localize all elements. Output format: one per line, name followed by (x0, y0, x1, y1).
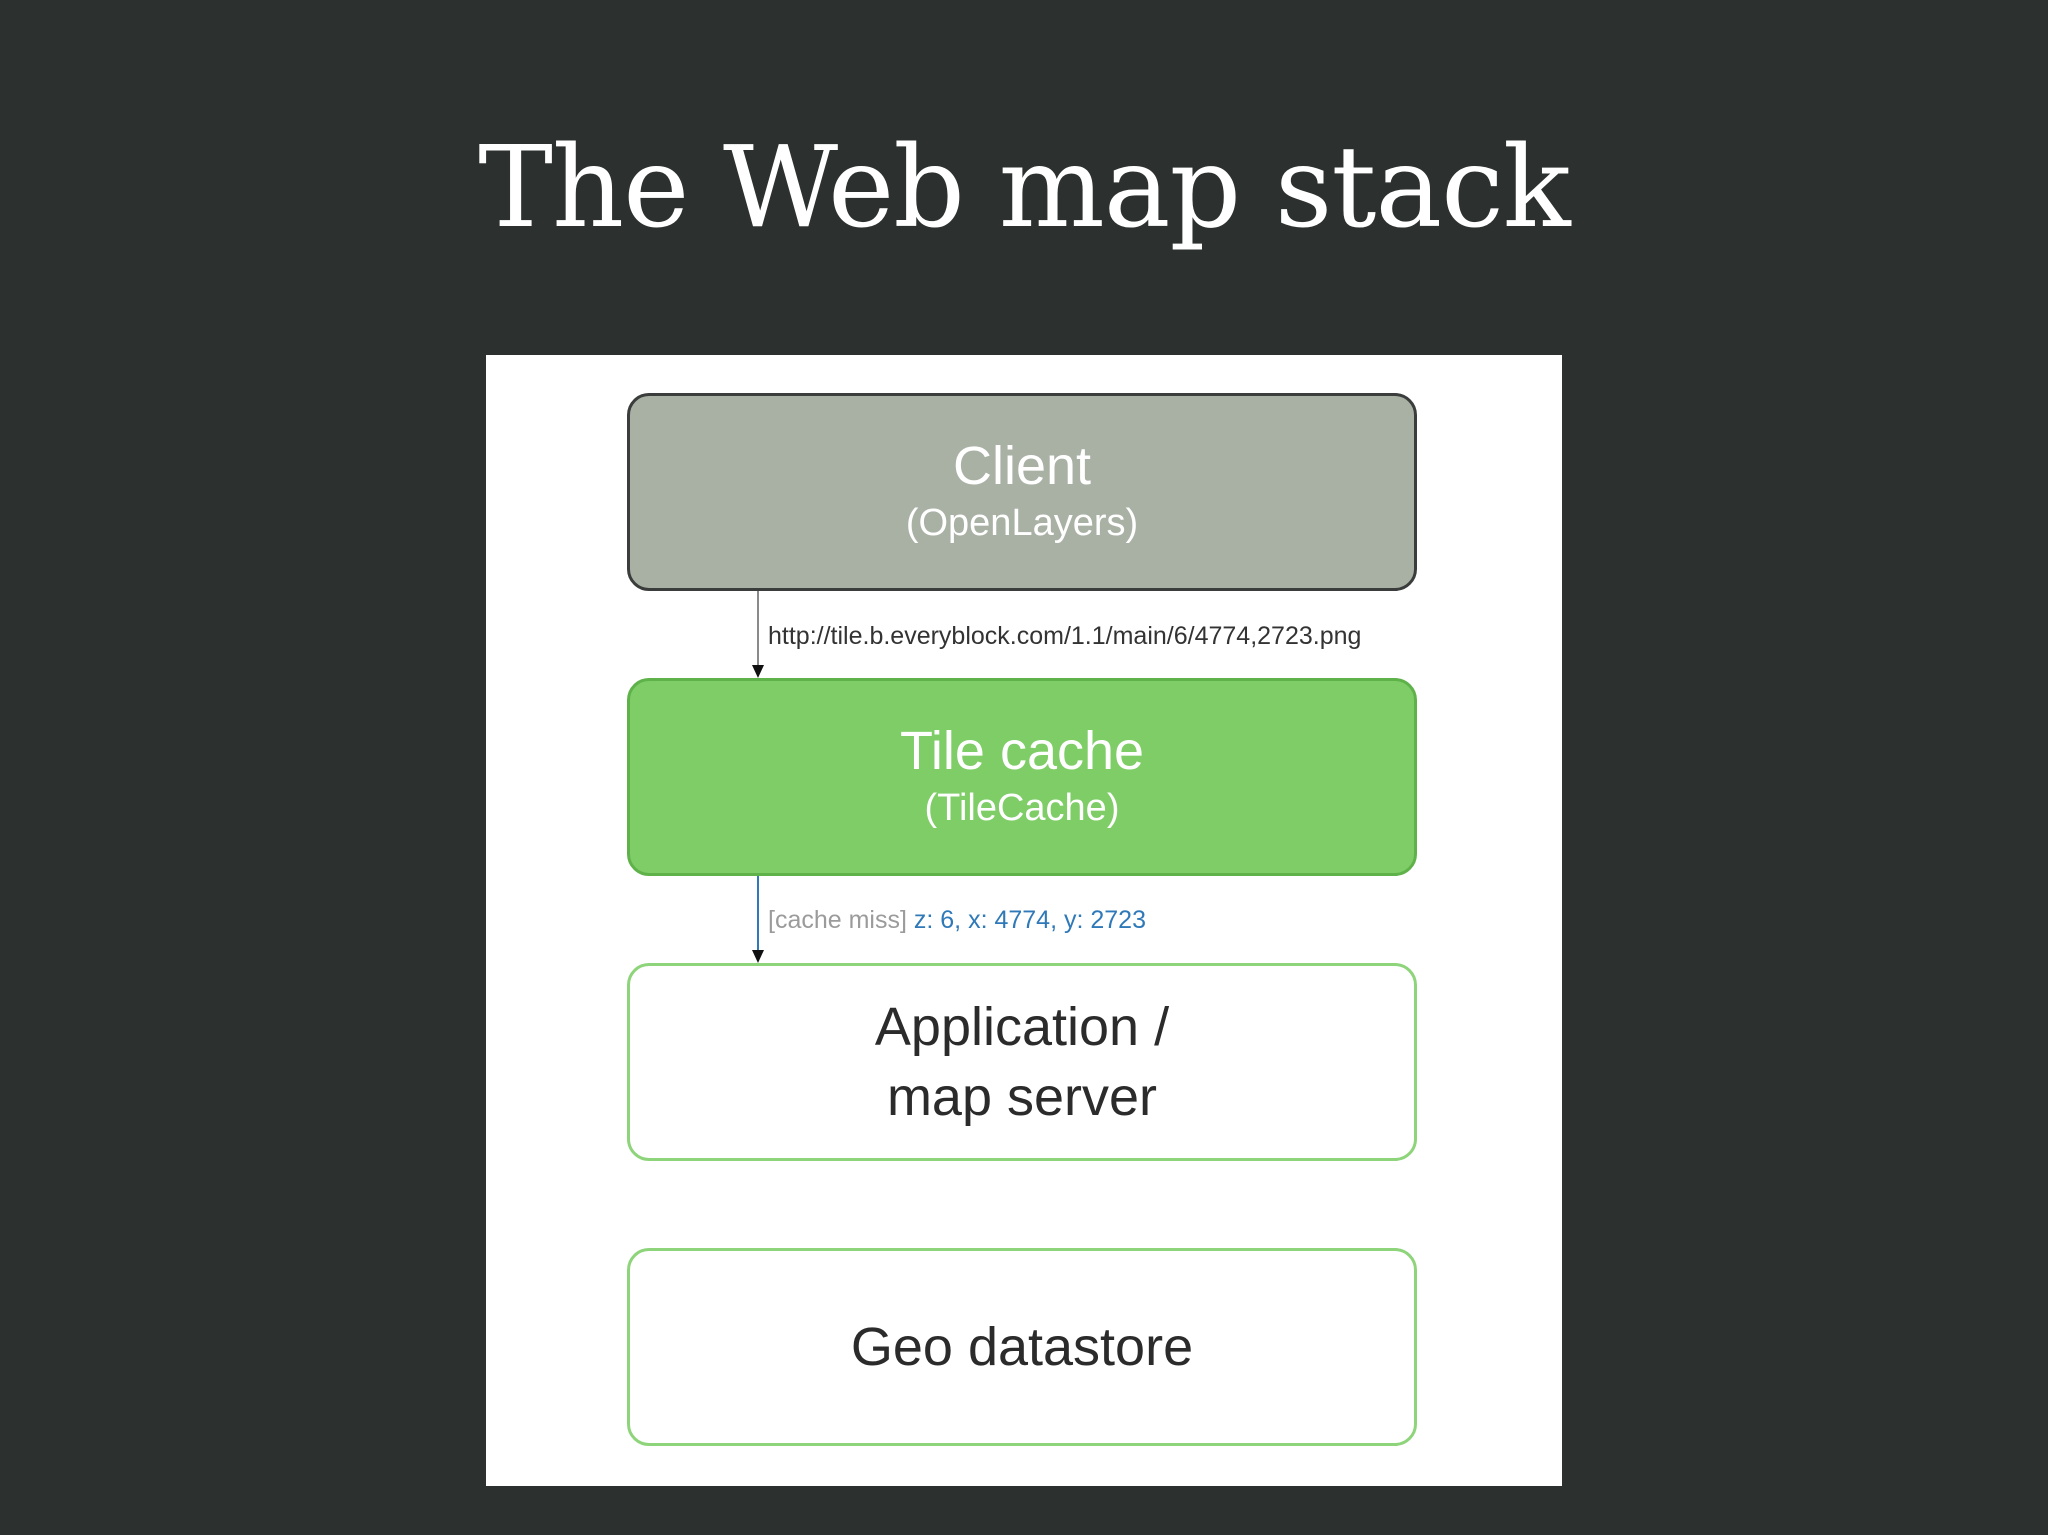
client-node-title: Client (952, 436, 1092, 496)
tile-cache-node-title: Tile cache (899, 721, 1145, 781)
client-to-tile-arrow (750, 591, 766, 678)
geo-datastore-node: Geo datastore (627, 1248, 1417, 1446)
request-url-label: http://tile.b.everyblock.com/1.1/main/6/… (768, 622, 1362, 650)
cache-miss-prefix: [cache miss] (768, 906, 907, 934)
cache-miss-coords: z: 6, x: 4774, y: 2723 (913, 906, 1146, 934)
tile-cache-node: Tile cache (TileCache) (627, 678, 1417, 876)
client-node-subtitle: (OpenLayers) (905, 502, 1139, 544)
geo-datastore-title: Geo datastore (850, 1317, 1194, 1377)
cache-miss-label: [cache miss] z: 6, x: 4774, y: 2723 (768, 905, 1146, 935)
slide-title: The Web map stack (478, 123, 1570, 253)
tile-cache-node-subtitle: (TileCache) (924, 787, 1120, 829)
app-server-title-line1: Application / (874, 997, 1170, 1057)
diagram-panel: Client (OpenLayers) http://tile.b.everyb… (486, 355, 1562, 1486)
tile-to-app-arrow (750, 876, 766, 963)
client-node: Client (OpenLayers) (627, 393, 1417, 591)
app-server-title-line2: map server (886, 1067, 1158, 1127)
app-server-node: Application / map server (627, 963, 1417, 1161)
